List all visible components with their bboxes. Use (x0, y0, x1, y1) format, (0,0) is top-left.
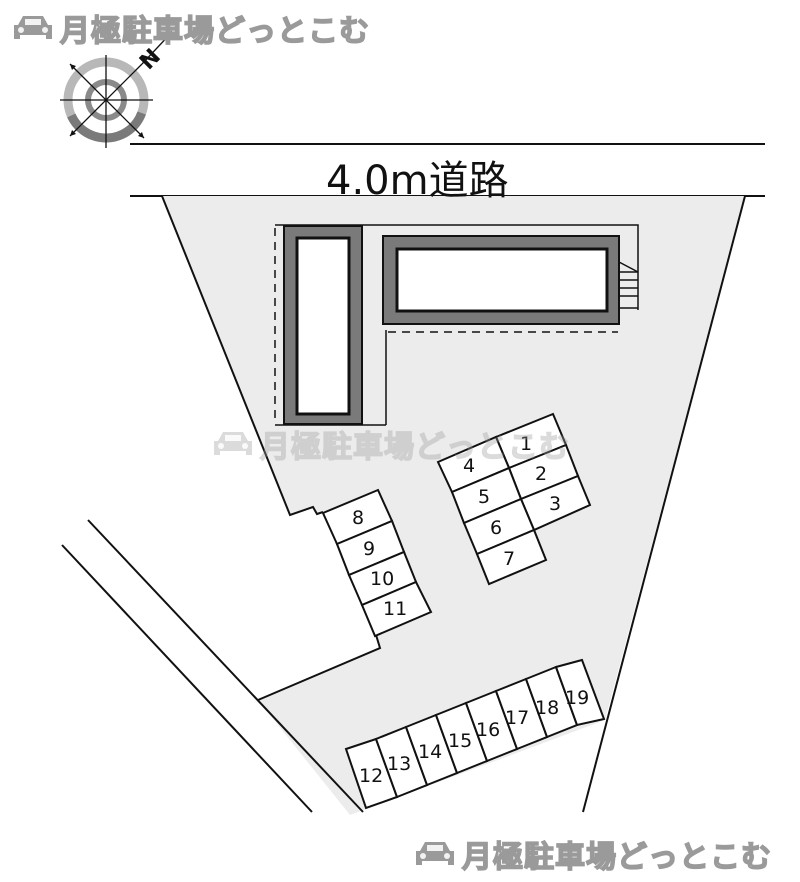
spot-label-7: 7 (503, 548, 515, 570)
car-icon (416, 842, 454, 865)
parking-group-8-11 (321, 488, 433, 638)
car-icon (14, 16, 52, 39)
road-label: 4.0m道路 (326, 158, 509, 204)
parking-spot-19[interactable] (554, 658, 606, 727)
spot-label-10: 10 (370, 568, 394, 590)
spot-label-15: 15 (448, 730, 472, 752)
lot-boundary-left (161, 195, 324, 517)
spot-label-19: 19 (565, 687, 589, 709)
spot-label-14: 14 (418, 741, 442, 763)
building-horizontal-interior (395, 247, 609, 313)
spot-label-2: 2 (535, 463, 547, 485)
spot-label-11: 11 (383, 598, 407, 620)
brand-watermark-bottom: 月極駐車場どっとこむ (412, 832, 772, 876)
spot-label-1: 1 (520, 433, 532, 455)
spot-label-16: 16 (476, 719, 500, 741)
brand-watermark-top: 月極駐車場どっとこむ (10, 6, 370, 50)
spot-label-4: 4 (463, 455, 475, 477)
side-road-edge-inner (87, 519, 364, 813)
brand-watermark-center: 月極駐車場どっとこむ (210, 422, 570, 466)
brand-text: 月極駐車場どっとこむ (259, 429, 570, 466)
brand-text: 月極駐車場どっとこむ (59, 13, 370, 50)
parking-group-1-7 (436, 412, 592, 586)
parking-spot-7[interactable] (475, 528, 548, 586)
parking-row-12-19 (344, 658, 606, 810)
spot-label-8: 8 (352, 507, 364, 529)
spot-label-5: 5 (478, 486, 490, 508)
spot-label-13: 13 (387, 753, 411, 775)
car-icon (214, 432, 252, 455)
parking-spot-11[interactable] (360, 580, 433, 638)
spot-label-17: 17 (505, 707, 529, 729)
spot-label-9: 9 (363, 538, 375, 560)
spot-label-18: 18 (535, 697, 559, 719)
lot-boundary-right (582, 195, 746, 813)
brand-text: 月極駐車場どっとこむ (461, 839, 772, 876)
building-site-outline (275, 224, 639, 310)
spot-label-6: 6 (490, 517, 502, 539)
building-vertical-interior (295, 236, 351, 416)
stairs-icon (618, 261, 639, 309)
side-road-edge-outer (61, 544, 313, 813)
spot-label-12: 12 (359, 765, 383, 787)
spot-label-3: 3 (549, 493, 561, 515)
